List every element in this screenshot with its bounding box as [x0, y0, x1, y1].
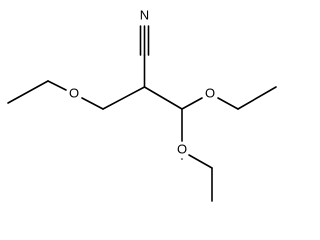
bond-ethyl-cc-right	[237, 86, 277, 110]
nitrile-nitrogen-label: N	[140, 7, 149, 22]
ether-oxygen-bottom-label: O	[177, 141, 187, 156]
bond-ethyl-cc-left	[7, 80, 49, 104]
bond-ch-to-ch2	[102, 86, 146, 110]
ether-oxygen-left-label: O	[69, 85, 79, 100]
bond-o-to-ethyl	[47, 80, 67, 91]
structure-diagram: N O O O	[7, 7, 277, 202]
bond-acetal-to-o-right	[181, 97, 203, 110]
triple-bond	[139, 25, 150, 56]
bond-ch2-to-o	[81, 97, 104, 110]
ether-oxygen-right-label: O	[205, 85, 215, 100]
bond-o-to-ethyl-bottom	[188, 154, 213, 169]
bond-ch-to-acetal	[143, 86, 183, 110]
bond-o-to-ethyl-right	[217, 97, 239, 110]
